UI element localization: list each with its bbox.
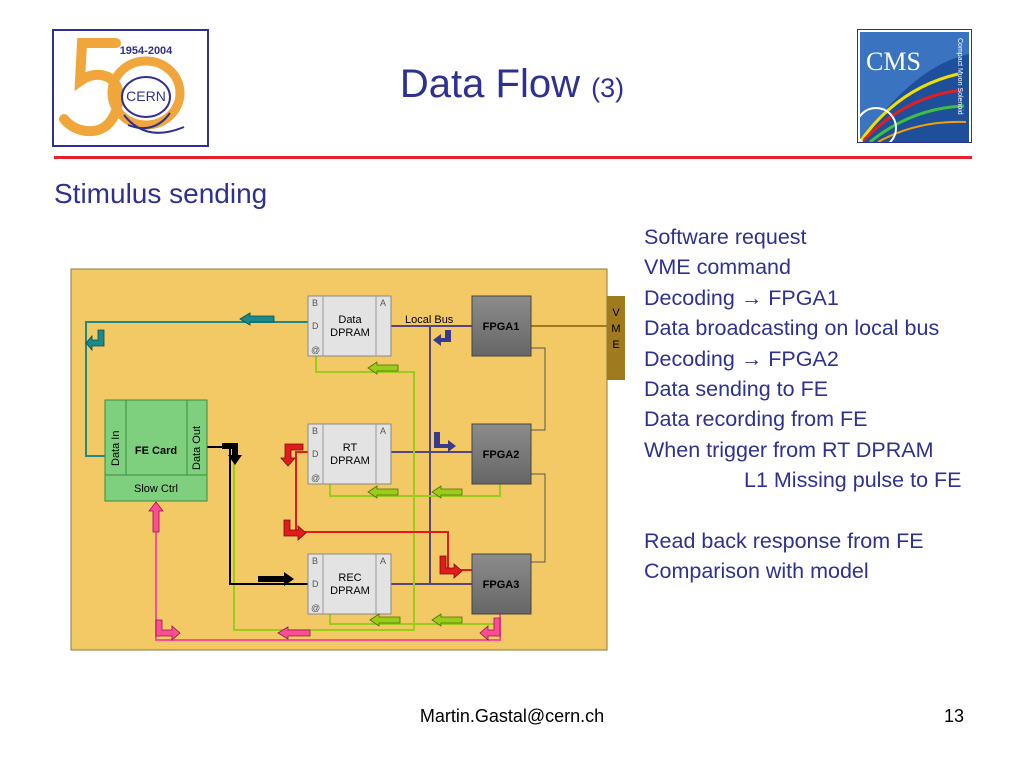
cern-50-logo: 1954-2004 CERN <box>52 29 209 147</box>
port-a-label: A <box>380 426 386 436</box>
cms-logo: CMS Compact Muon Solenoid <box>857 29 972 143</box>
port-a-label: A <box>380 298 386 308</box>
fpga-label: FPGA1 <box>483 321 520 333</box>
port-a-label: A <box>380 556 386 566</box>
step-item: Decoding → FPGA2 <box>644 346 839 371</box>
step-item: Decoding → FPGA1 <box>644 285 839 310</box>
dpram-label: DPRAM <box>330 585 370 597</box>
red-down-right-arrow-icon <box>439 555 463 579</box>
port-addr-label: @ <box>311 473 320 483</box>
step-spacer <box>644 496 962 526</box>
step-item: Read back response from FE <box>644 528 924 553</box>
port-b-label: B <box>312 298 318 308</box>
fe-card-data-out: Data Out <box>191 426 203 470</box>
step-item: When trigger from RT DPRAM <box>644 437 934 462</box>
cms-logo-name: CMS <box>866 47 921 76</box>
step-item: Comparison with model <box>644 559 869 584</box>
navy-down-right-arrow-icon <box>434 432 456 452</box>
footer-email: Martin.Gastal@cern.ch <box>419 706 605 726</box>
vme-letter: V <box>612 307 620 319</box>
lime-left-arrow-icon <box>431 485 463 499</box>
dpram-label: Data <box>338 314 362 326</box>
local-bus-label: Local Bus <box>405 314 454 326</box>
step-item: L1 Missing pulse to FE <box>744 468 962 493</box>
dpram-label: REC <box>338 572 361 584</box>
port-b-label: B <box>312 556 318 566</box>
fe-card-title: FE Card <box>135 445 177 457</box>
title-divider <box>54 156 972 159</box>
fe-card: FE Card Slow Ctrl Data In Data Out <box>104 399 208 502</box>
fpga-label: FPGA3 <box>483 579 520 591</box>
vme-letter: E <box>612 339 619 351</box>
step-item: VME command <box>644 255 791 280</box>
dpram-label: RT <box>343 442 358 454</box>
port-d-label: D <box>312 321 319 331</box>
navy-down-arrow-icon <box>433 330 451 346</box>
black-down-arrow-icon <box>222 443 242 465</box>
fpga-side-links <box>531 347 546 563</box>
cern-logo-name: CERN <box>126 88 166 104</box>
pink-down-left-arrow-icon <box>479 617 501 641</box>
cern-50-emblem: 1954-2004 CERN <box>59 38 185 137</box>
fe-card-data-in: Data In <box>110 431 122 466</box>
fpga3: FPGA3 <box>471 553 532 615</box>
rec-dpram: B D @ A REC DPRAM <box>307 553 392 615</box>
step-item: Data recording from FE <box>644 407 868 432</box>
dpram-label: DPRAM <box>330 455 370 467</box>
pink-left-arrow-icon <box>277 626 311 640</box>
port-d-label: D <box>312 579 319 589</box>
lime-left-arrow-icon <box>367 361 399 375</box>
pink-left-arrow-icon <box>155 619 181 641</box>
red-down-left-arrow-icon <box>280 443 304 467</box>
black-right-arrow-icon <box>258 572 294 586</box>
page-title: Data Flow (3) <box>0 62 1024 107</box>
fpga2: FPGA2 <box>471 423 532 485</box>
port-b-label: B <box>312 426 318 436</box>
stimulus-flow-diagram: V M E Local Bus FE Card Slow Ctrl Data I… <box>70 268 625 651</box>
fe-card-slow-ctrl: Slow Ctrl <box>134 483 178 495</box>
cms-emblem: CMS Compact Muon Solenoid <box>858 32 969 142</box>
teal-down-left-arrow-icon <box>85 329 105 352</box>
vme-letter: M <box>611 323 620 335</box>
teal-left-arrow-icon <box>239 312 275 326</box>
vme-connector <box>607 296 625 380</box>
cms-logo-caption: Compact Muon Solenoid <box>956 38 963 115</box>
teal-path <box>85 321 308 457</box>
data-dpram: B D @ A Data DPRAM <box>307 295 392 357</box>
port-addr-label: @ <box>311 345 320 355</box>
title-suffix: (3) <box>591 73 625 103</box>
page-number: 13 <box>943 706 964 726</box>
red-right-arrow-icon <box>283 519 307 541</box>
fpga-label: FPGA2 <box>483 449 520 461</box>
port-addr-label: @ <box>311 603 320 613</box>
title-text: Data Flow <box>399 62 580 106</box>
lime-left-arrow-icon <box>367 485 399 499</box>
steps-list: Software request VME command Decoding → … <box>644 222 962 587</box>
dpram-label: DPRAM <box>330 327 370 339</box>
port-d-label: D <box>312 449 319 459</box>
step-item: Data broadcasting on local bus <box>644 316 940 341</box>
step-item: Software request <box>644 225 807 249</box>
step-item: Data sending to FE <box>644 376 829 401</box>
fpga1: FPGA1 <box>471 295 532 357</box>
rt-dpram: B D @ A RT DPRAM <box>307 423 392 485</box>
pink-up-arrow-icon <box>148 501 164 533</box>
black-path <box>207 446 308 585</box>
lime-left-arrow-icon <box>369 613 401 627</box>
cern-logo-years: 1954-2004 <box>120 45 173 57</box>
local-bus <box>391 325 472 585</box>
lime-left-arrow-icon <box>431 613 463 627</box>
section-heading: Stimulus sending <box>54 178 268 209</box>
